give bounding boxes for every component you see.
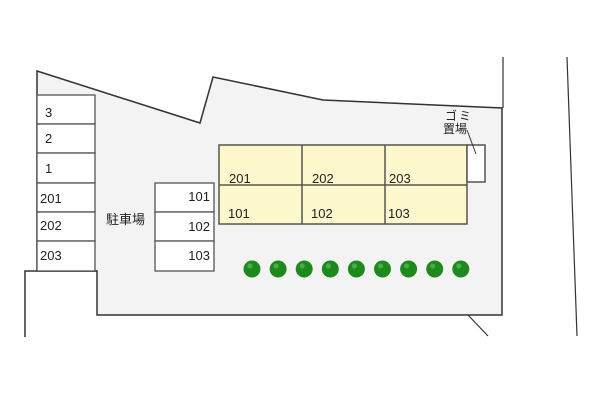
tree-highlight [325,263,331,269]
tree-highlight [299,263,305,269]
parking-space [154,211,215,242]
unit-label: 202 [312,171,334,186]
garbage-label-line2: 置場 [443,122,468,136]
neighbor-boundary-left [24,270,97,337]
parking-space-label: 1 [45,161,53,176]
parking-space [36,123,96,154]
garbage-label-line1: ゴミ [445,109,474,123]
parking-space-label: 203 [40,248,62,263]
tree-icon [374,260,391,278]
parking-space-label: 103 [188,248,210,263]
parking-space [154,182,215,213]
tree-icon [295,260,313,278]
parking-space-label: 202 [40,218,62,233]
parking-space-label: 101 [188,189,210,204]
tree-icon [426,260,444,278]
tree-icon [400,260,418,278]
parking-space [36,182,96,213]
unit-label: 201 [229,171,251,186]
tree-highlight [273,263,279,269]
tree-icon [452,260,470,278]
tree-highlight [404,263,410,269]
parking-space [36,94,96,125]
parking-space-label: 3 [45,105,53,120]
road-corner-line [467,314,489,337]
parking-space [36,240,96,272]
parking-space-label: 201 [40,191,62,206]
road-edge [566,56,578,337]
tree-highlight [351,263,357,269]
unit-label: 203 [389,171,411,186]
parking-space-label: 102 [188,219,210,234]
tree-icon [243,260,261,278]
parking-space-label: 2 [45,131,53,146]
unit-label: 103 [388,206,410,221]
parking-label: 駐車場 [106,212,146,227]
parking-space [154,240,215,272]
unit-label: 101 [228,206,250,221]
tree-highlight [378,263,383,269]
garbage-pointer [466,129,477,155]
tree-icon [321,260,339,278]
parking-space [36,211,96,242]
tree-highlight [430,263,436,269]
garbage-area [466,144,486,183]
tree-highlight [456,263,462,269]
tree-icon [269,260,287,278]
tree-highlight [247,263,253,269]
tree-icon [347,260,365,278]
unit-label: 102 [311,206,333,221]
